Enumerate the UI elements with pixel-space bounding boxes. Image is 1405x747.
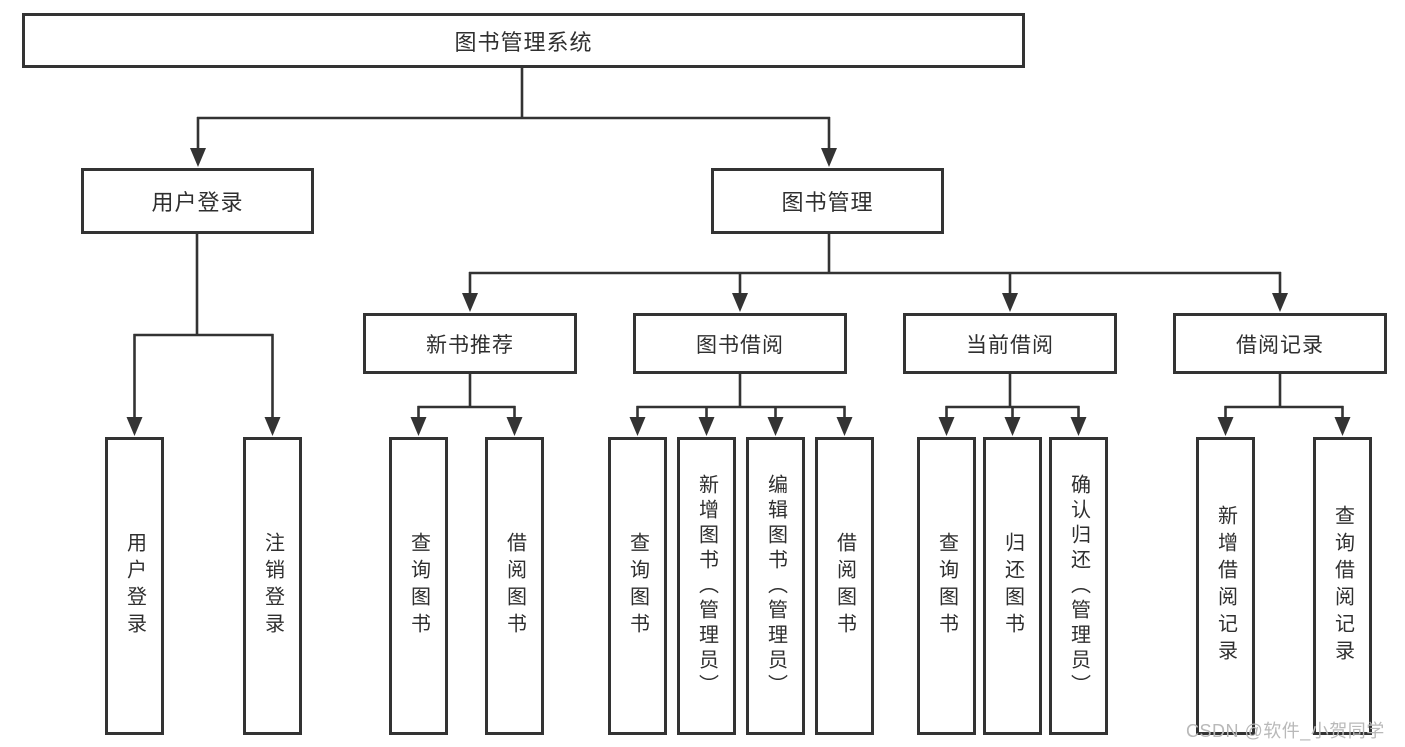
node-root: 图书管理系统	[22, 13, 1025, 68]
node-new-book-recommendation-label: 新书推荐	[426, 333, 514, 357]
leaf-add-books-admin: 新增图书（管理员）	[677, 437, 736, 735]
connector-current-to-leaves	[938, 374, 1087, 436]
connector-book-management-to-level3	[462, 234, 1288, 312]
connector-root-to-level2	[190, 68, 837, 167]
connector-records-to-leaves	[1217, 374, 1351, 436]
leaf-current-query-books: 查询图书	[917, 437, 976, 735]
leaf-edit-books-admin: 编辑图书（管理员）	[746, 437, 805, 735]
leaf-add-borrow-record-label: 新增借阅记录	[1214, 505, 1237, 667]
leaf-confirm-return-admin-label: 确认归还（管理员）	[1067, 473, 1090, 699]
node-book-borrowing: 图书借阅	[633, 313, 847, 374]
leaf-recommend-query-books: 查询图书	[389, 437, 448, 735]
connector-recommend-to-leaves	[410, 374, 523, 436]
leaf-confirm-return-admin: 确认归还（管理员）	[1049, 437, 1108, 735]
node-borrowing-records: 借阅记录	[1173, 313, 1387, 374]
connector-user-login-to-leaves	[126, 234, 281, 436]
node-current-borrowing-label: 当前借阅	[966, 333, 1054, 357]
leaf-borrow-query-books: 查询图书	[608, 437, 667, 735]
node-root-label: 图书管理系统	[454, 29, 593, 55]
node-current-borrowing: 当前借阅	[903, 313, 1117, 374]
leaf-edit-books-admin-label: 编辑图书（管理员）	[764, 473, 787, 699]
leaf-query-borrow-record: 查询借阅记录	[1313, 437, 1372, 735]
node-borrowing-records-label: 借阅记录	[1236, 333, 1324, 357]
node-new-book-recommendation: 新书推荐	[363, 313, 577, 374]
leaf-user-login: 用户登录	[105, 437, 164, 735]
node-book-borrowing-label: 图书借阅	[696, 333, 784, 357]
leaf-user-login-label: 用户登录	[123, 532, 146, 640]
leaf-recommend-query-books-label: 查询图书	[407, 532, 430, 640]
leaf-add-borrow-record: 新增借阅记录	[1196, 437, 1255, 735]
leaf-logout-label: 注销登录	[261, 532, 284, 640]
leaf-query-borrow-record-label: 查询借阅记录	[1331, 505, 1354, 667]
leaf-add-books-admin-label: 新增图书（管理员）	[695, 473, 718, 699]
leaf-recommend-borrow-books-label: 借阅图书	[503, 532, 526, 640]
leaf-return-books: 归还图书	[983, 437, 1042, 735]
leaf-borrow-query-books-label: 查询图书	[626, 532, 649, 640]
node-book-management: 图书管理	[711, 168, 944, 234]
leaf-logout: 注销登录	[243, 437, 302, 735]
node-book-management-label: 图书管理	[781, 190, 874, 215]
leaf-borrow-borrow-books-label: 借阅图书	[833, 532, 856, 640]
node-user-login-label: 用户登录	[151, 190, 244, 215]
leaf-recommend-borrow-books: 借阅图书	[485, 437, 544, 735]
connector-borrow-to-leaves	[629, 374, 853, 436]
leaf-borrow-borrow-books: 借阅图书	[815, 437, 874, 735]
leaf-current-query-books-label: 查询图书	[935, 532, 958, 640]
watermark: CSDN @软件_小贺同学	[1186, 721, 1385, 741]
node-user-login: 用户登录	[81, 168, 314, 234]
leaf-return-books-label: 归还图书	[1001, 532, 1024, 640]
